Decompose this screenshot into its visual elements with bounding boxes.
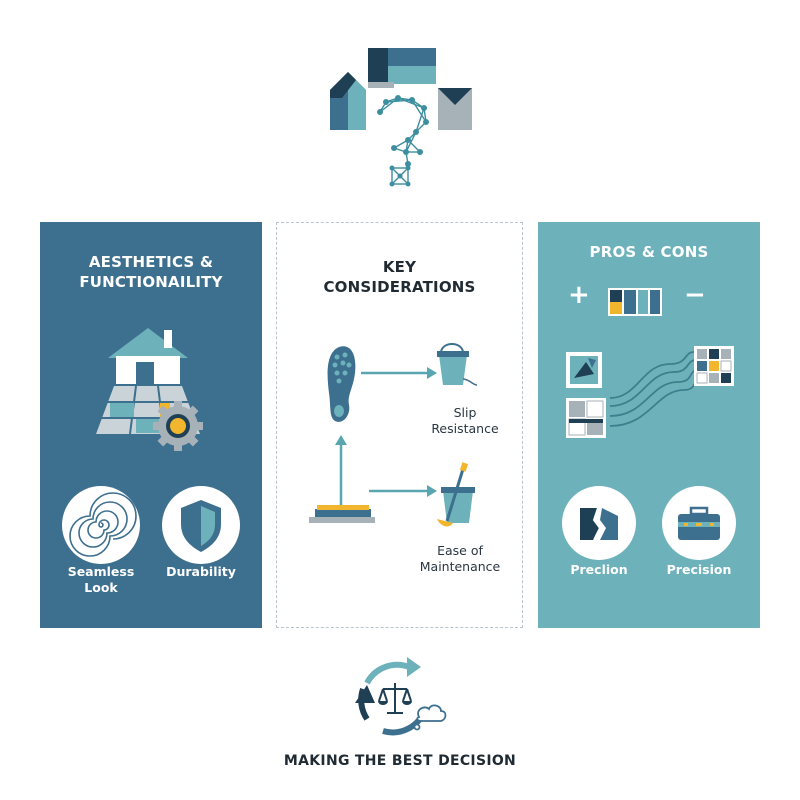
seamless-look-item	[60, 484, 142, 570]
tile-strip-icon	[608, 288, 662, 316]
floor-scrubber-icon	[309, 505, 375, 523]
shield-icon	[162, 486, 240, 564]
bucket-icon	[437, 343, 478, 386]
grid-tile-icon	[566, 398, 606, 438]
pros-cons-diagram	[566, 288, 734, 438]
aesthetics-panel: AESTHETICS & FUNCTIONAILITY	[40, 222, 262, 628]
shoe-sole-icon	[327, 346, 356, 422]
seamless-look-label: Seamless Look	[67, 564, 135, 595]
aesthetics-panel-title: AESTHETICS & FUNCTIONAILITY	[79, 253, 223, 291]
durability-item	[160, 484, 242, 570]
mop-bucket-icon	[437, 462, 475, 527]
question-tiles-icon	[330, 48, 472, 187]
key-considerations-panel: KEY CONSIDERATIONS	[276, 222, 523, 628]
cracked-tile-icon	[562, 486, 636, 560]
slip-resistance-label: Slip Resistance	[431, 405, 499, 436]
spiral-icon	[62, 486, 140, 564]
marble-tile-icon	[566, 352, 602, 388]
scales-cycle-icon	[355, 657, 447, 736]
precision-label: Precision	[666, 562, 732, 577]
pros-cons-title: PROS & CONS	[589, 243, 709, 261]
considerations-diagram	[309, 343, 478, 527]
key-considerations-title: KEY CONSIDERATIONS	[323, 258, 476, 296]
preclion-label: Preclion	[570, 562, 628, 577]
pros-cons-panel: PROS & CONS + −	[538, 222, 760, 628]
plus-sign: +	[568, 280, 590, 310]
mosaic-tile-icon	[694, 346, 734, 386]
minus-sign: −	[684, 280, 706, 310]
toolbox-icon	[662, 486, 736, 560]
house-tiles-gear-icon	[96, 328, 203, 451]
making-best-decision-title: MAKING THE BEST DECISION	[283, 753, 517, 769]
precision-item	[660, 484, 738, 566]
ease-of-maintenance-label: Ease of Maintenance	[419, 543, 501, 574]
durability-label: Durability	[166, 564, 236, 579]
preclion-item	[560, 484, 638, 566]
